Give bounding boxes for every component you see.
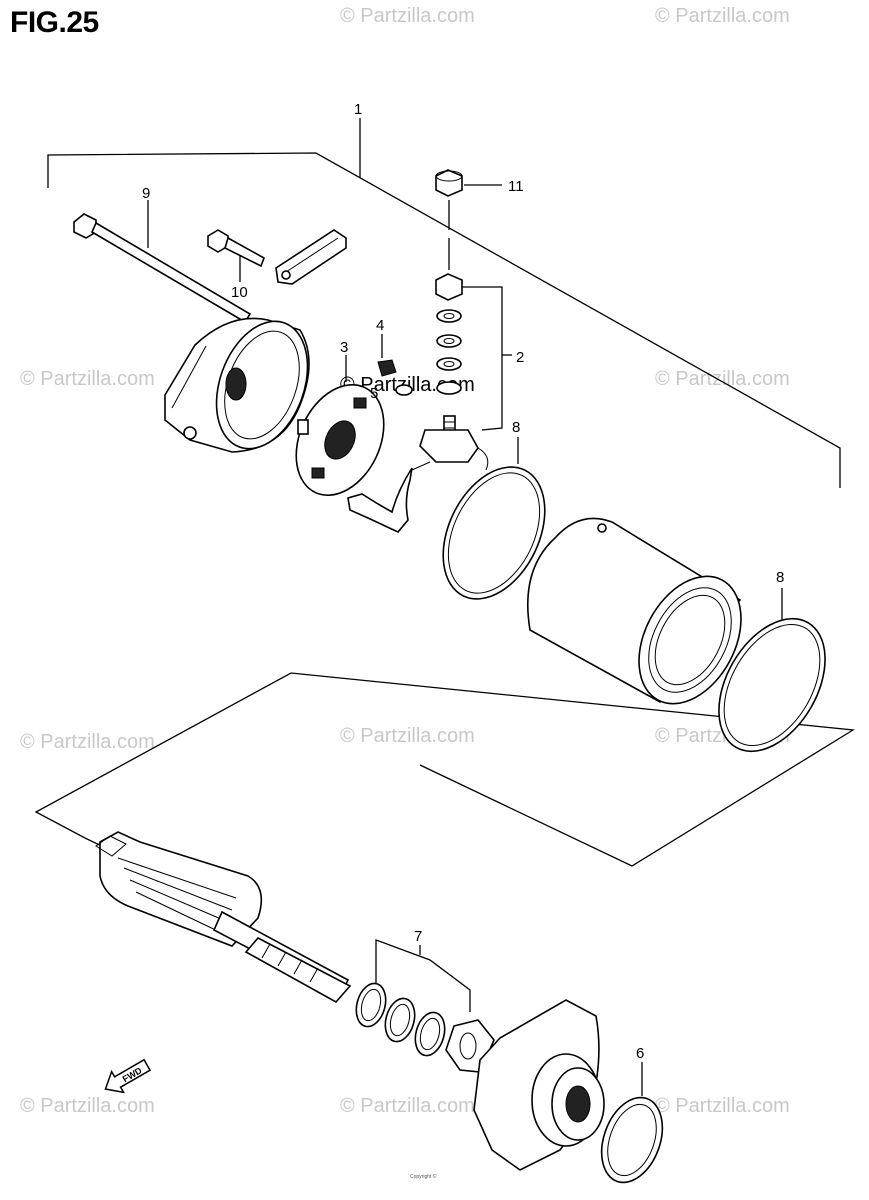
terminal-kit-stack (435, 273, 512, 431)
callout-7: 7 (414, 928, 422, 945)
footer-text: Copyright © (410, 1173, 437, 1180)
figure-title: FIG.25 (10, 6, 99, 39)
watermark-text: © Partzilla.com (340, 725, 475, 747)
armature (95, 831, 352, 1004)
front-housing (473, 999, 605, 1171)
watermark-text: © Partzilla.com (20, 368, 155, 390)
callout-3: 3 (340, 339, 348, 356)
o-ring-lower (718, 588, 826, 753)
yoke-motor-case (527, 517, 742, 705)
terminal-plate (275, 229, 347, 285)
washer-set (355, 939, 495, 1073)
callout-8-lower: 8 (776, 569, 784, 586)
o-ring-front (600, 1062, 664, 1184)
watermark-text: © Partzilla.com (20, 1095, 155, 1117)
watermark-text: © Partzilla.com (655, 368, 790, 390)
terminal-nut-top (435, 169, 502, 270)
callout-11: 11 (508, 178, 524, 195)
watermark-text: © Partzilla.com (655, 5, 790, 27)
watermark-text: © Partzilla.com (340, 5, 475, 27)
forward-direction-arrow: FWD (104, 1058, 152, 1094)
callout-6: 6 (636, 1045, 644, 1062)
callout-1: 1 (354, 101, 362, 118)
callout-5: 5 (370, 385, 378, 402)
watermark-text: © Partzilla.com (20, 731, 155, 753)
callout-8-upper: 8 (512, 419, 520, 436)
callout-4: 4 (376, 317, 384, 334)
callout-9: 9 (142, 185, 150, 202)
watermark-text: © Partzilla.com (340, 1095, 475, 1117)
rear-housing (164, 317, 310, 453)
assembly-bracket (47, 118, 841, 488)
short-bolt (207, 229, 265, 282)
o-ring-upper (442, 437, 546, 600)
callout-labels: 1 2 3 4 5 6 7 8 8 9 10 11 (142, 101, 784, 1062)
through-bolt (73, 200, 252, 324)
small-clip (377, 334, 413, 396)
terminal-bolt-assembly (347, 415, 489, 533)
watermark-text: © Partzilla.com (655, 1095, 790, 1117)
callout-2: 2 (516, 349, 524, 366)
callout-10: 10 (231, 284, 248, 301)
brush-plate (295, 355, 385, 497)
